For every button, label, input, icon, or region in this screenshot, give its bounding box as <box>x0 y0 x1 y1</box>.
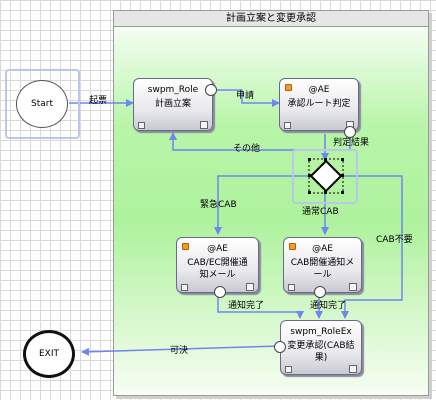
doc-icon <box>349 283 357 291</box>
orange-task-icon <box>285 84 292 91</box>
decision-selection <box>292 149 358 204</box>
task-judge[interactable]: @AE 承認ルート判定 <box>279 78 359 131</box>
doc-icon <box>246 283 254 291</box>
swimlane-title: 計画立案と変更承認 <box>114 11 428 27</box>
edge-urgent <box>214 175 312 235</box>
port-circle-icon[interactable] <box>274 341 286 353</box>
edge-nocab <box>340 175 403 319</box>
edge-label-ok: 可決 <box>170 346 189 356</box>
edge-label-done2: 通知完了 <box>310 301 347 311</box>
swimlane: 計画立案と変更承認 <box>113 10 429 396</box>
doc-icon <box>349 365 357 373</box>
task-mail1[interactable]: @AE CAB/EC開催通知メール <box>176 237 259 293</box>
task-approve-name: 変更承認(CAB結果) <box>287 341 355 363</box>
edge-done1 <box>217 293 304 319</box>
edge-label-result: 判定結果 <box>333 138 370 148</box>
start-node[interactable]: Start <box>16 80 68 128</box>
doc-icon <box>285 366 292 373</box>
task-approve-role: swpm_RoleEx <box>290 327 352 337</box>
task-mail2-name: CAB開催通知メール <box>290 258 355 280</box>
doc-icon <box>181 284 188 291</box>
edge-label-request: 申請 <box>236 91 255 101</box>
doc-icon <box>284 122 291 129</box>
edge-label-apply: 起票 <box>89 96 108 106</box>
task-mail2[interactable]: @AE CAB開催通知メール <box>283 237 362 293</box>
edge-label-done1: 通知完了 <box>228 301 265 311</box>
exit-node[interactable]: EXIT <box>23 330 75 378</box>
task-plan-role: swpm_Role <box>147 85 199 95</box>
doc-icon <box>200 121 208 129</box>
task-approve[interactable]: swpm_RoleEx 変更承認(CAB結果) <box>280 320 362 375</box>
doc-icon <box>138 122 145 129</box>
task-plan-name: 計画立案 <box>154 99 191 109</box>
task-mail1-name: CAB/EC開催通知メール <box>187 258 248 280</box>
task-judge-role: @AE <box>308 85 330 95</box>
orange-task-icon <box>289 243 296 250</box>
port-circle-icon[interactable] <box>205 84 217 96</box>
edge-label-urgent: 緊急CAB <box>200 200 237 210</box>
task-plan[interactable]: swpm_Role 計画立案 <box>133 78 213 131</box>
edge-label-nocab: CAB不要 <box>376 235 413 245</box>
task-judge-name: 承認ルート判定 <box>287 99 351 109</box>
decision-diamond-icon[interactable] <box>308 158 344 194</box>
edge-request <box>215 89 280 107</box>
edge-other <box>169 132 351 151</box>
orange-task-icon <box>182 243 189 250</box>
task-mail2-role: @AE <box>312 244 333 254</box>
port-circle-icon[interactable] <box>314 286 326 298</box>
edge-label-other: その他 <box>233 144 261 154</box>
port-circle-icon[interactable] <box>344 126 356 138</box>
start-selection <box>5 69 80 139</box>
task-mail1-role: @AE <box>207 244 228 254</box>
doc-icon <box>288 284 295 291</box>
edge-label-normal: 通常CAB <box>302 207 339 217</box>
port-circle-icon[interactable] <box>214 286 226 298</box>
edge-ok <box>81 345 281 356</box>
